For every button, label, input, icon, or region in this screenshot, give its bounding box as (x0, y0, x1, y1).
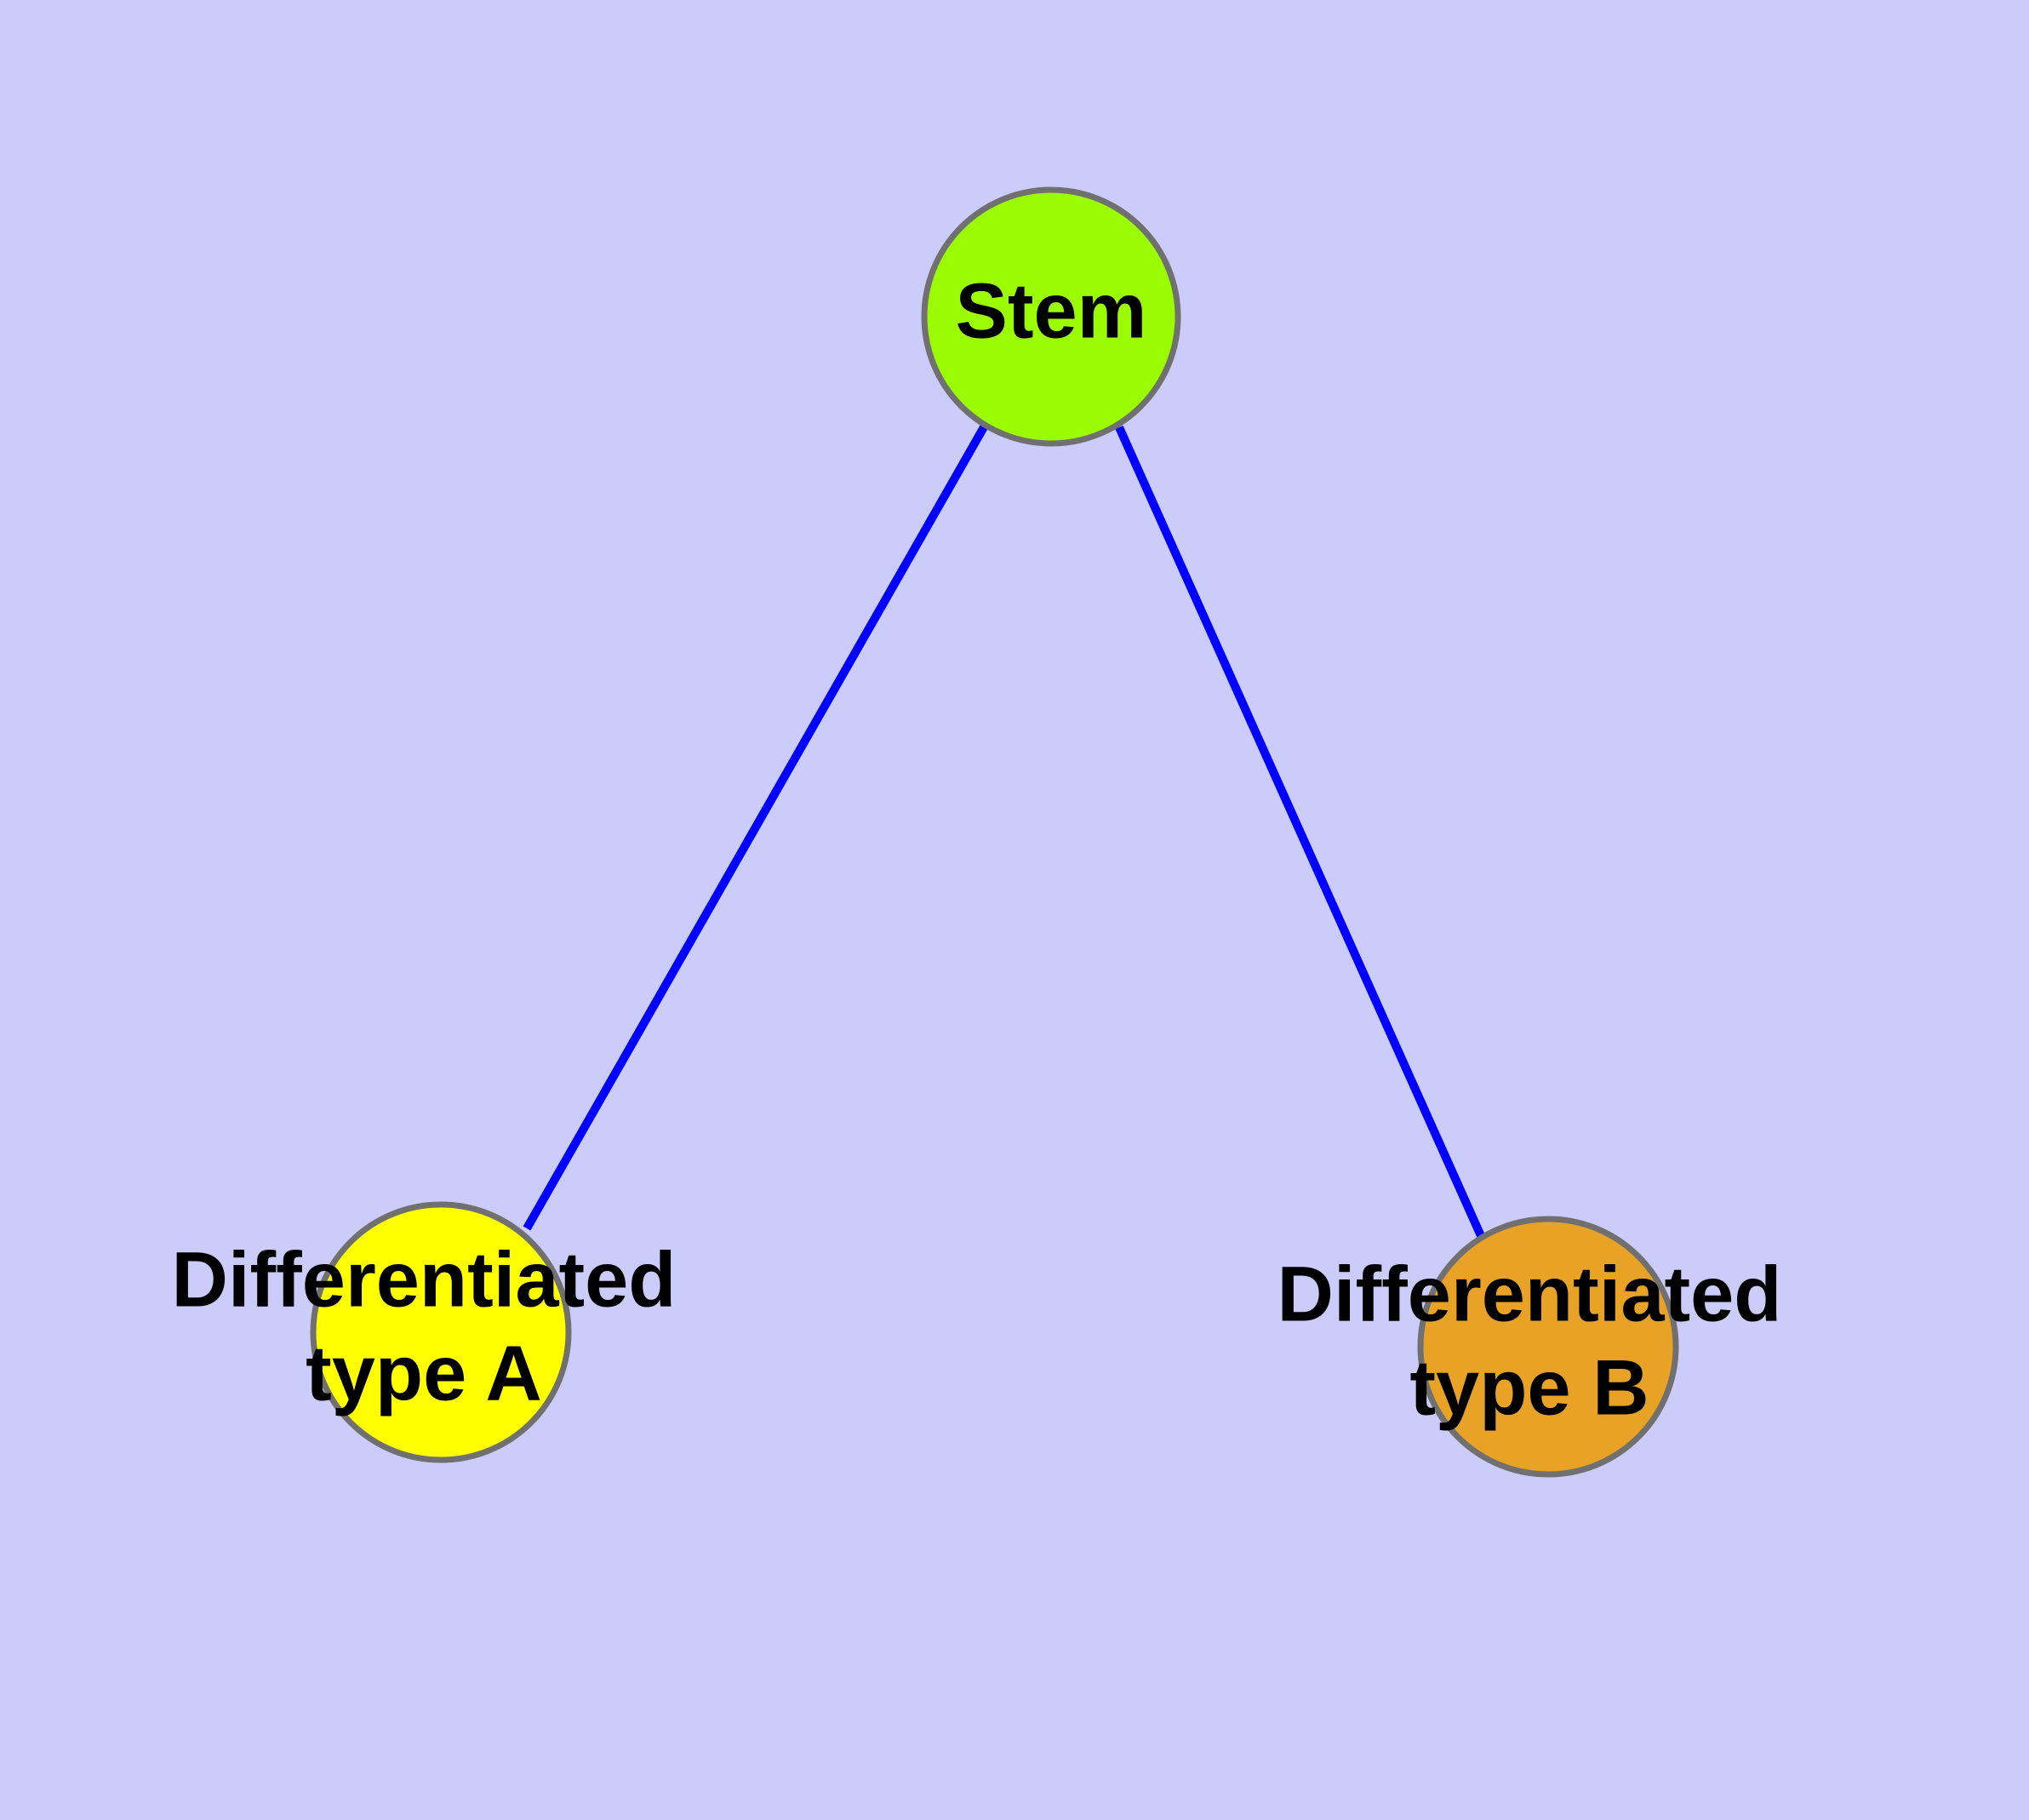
node-diff-a[interactable] (310, 1201, 572, 1463)
node-diff-a-label-line-1: Differentiated (172, 1236, 677, 1323)
edge-stem-to-diff-b[interactable] (1115, 425, 1486, 1240)
node-diff-a-circle[interactable] (310, 1201, 572, 1463)
label-layer: Stem Differentiated type A Differentiate… (172, 267, 1782, 1431)
node-diff-b-circle[interactable] (1417, 1216, 1679, 1478)
edge-stem-to-diff-a[interactable] (523, 423, 989, 1231)
node-stem-circle[interactable] (921, 186, 1181, 447)
node-diff-b-label-line-1: Differentiated (1277, 1251, 1782, 1337)
node-diff-b[interactable] (1417, 1216, 1679, 1478)
node-stem[interactable] (921, 186, 1181, 447)
node-stem-label: Stem (956, 267, 1147, 354)
node-diff-a-label-line-2: type A (306, 1330, 542, 1417)
node-diff-b-label-line-2: type B (1409, 1344, 1649, 1431)
edge-layer (523, 423, 1486, 1240)
node-layer (310, 186, 1679, 1478)
